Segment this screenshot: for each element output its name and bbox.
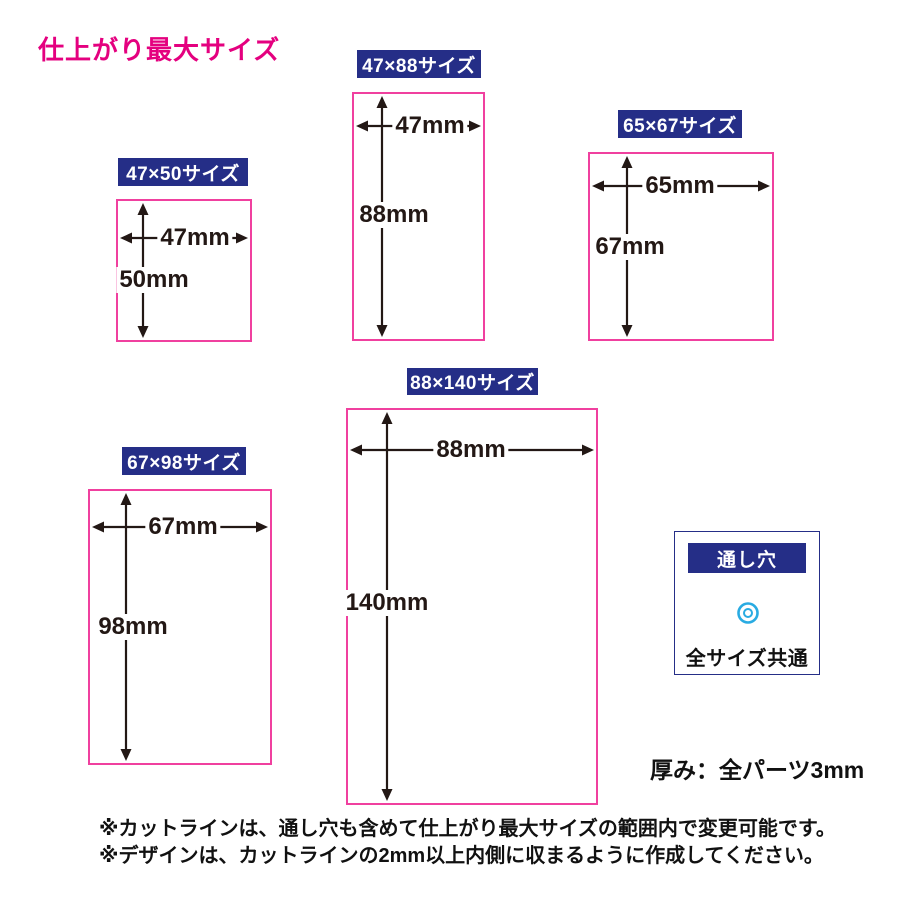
height-dimension-label: 98mm [95, 614, 171, 640]
size-badge-47x50: 47×50サイズ [118, 158, 248, 186]
height-dimension-label: 50mm [116, 267, 192, 293]
note-line-2: ※デザインは、カットラインの2mm以上内側に収まるように作成してください。 [99, 845, 824, 867]
width-dimension-label: 67mm [145, 514, 221, 540]
width-dimension-label: 47mm [157, 225, 233, 251]
width-dimension-label: 88mm [433, 437, 509, 463]
through-hole-badge: 通し穴 [688, 543, 806, 573]
through-hole-icon [737, 602, 759, 624]
cutline-rect-67x98: 67mm 98mm [88, 489, 272, 765]
height-dimension-label: 140mm [342, 590, 432, 616]
note-line-1: ※カットラインは、通し穴も含めて仕上がり最大サイズの範囲内で変更可能です。 [99, 818, 836, 840]
cutline-rect-65x67: 65mm 67mm [588, 152, 774, 341]
size-badge-47x88: 47×88サイズ [357, 50, 481, 78]
dimension-arrows-icon [120, 203, 248, 338]
size-badge-67x98: 67×98サイズ [122, 447, 246, 475]
height-dimension-label: 67mm [592, 234, 668, 260]
width-dimension-label: 65mm [642, 173, 718, 199]
cutline-rect-47x88: 47mm 88mm [352, 92, 485, 341]
size-badge-65x67: 65×67サイズ [618, 110, 742, 138]
page-title: 仕上がり最大サイズ [38, 35, 281, 65]
through-hole-caption: 全サイズ共通 [685, 648, 809, 670]
thickness-note: 厚み：全パーツ3mm [650, 757, 865, 783]
cutline-rect-47x50: 47mm 50mm [116, 199, 252, 342]
size-badge-88x140: 88×140サイズ [407, 368, 538, 395]
through-hole-box: 通し穴 全サイズ共通 [674, 531, 820, 675]
height-dimension-label: 88mm [356, 202, 432, 228]
notes-section: ※カットラインは、通し穴も含めて仕上がり最大サイズの範囲内で変更可能です。 ※デ… [99, 816, 836, 870]
cutline-rect-88x140: 88mm 140mm [342, 408, 598, 805]
width-dimension-label: 47mm [392, 113, 468, 139]
